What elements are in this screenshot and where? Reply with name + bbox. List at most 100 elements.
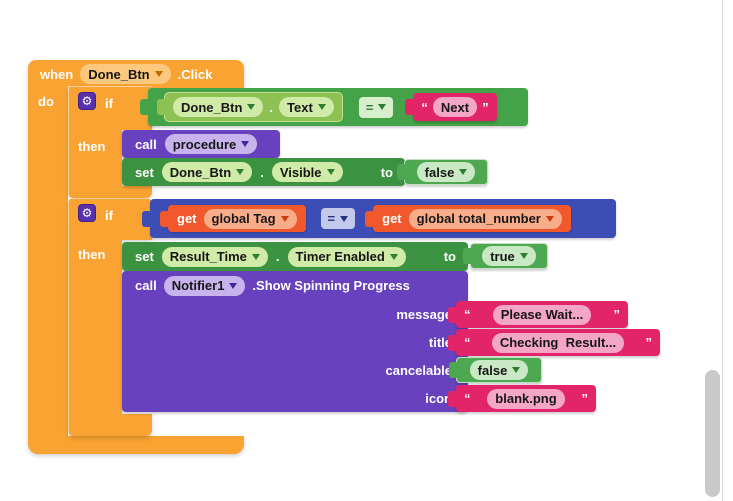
logic-compare-block[interactable]: Done_Btn . Text = “ Next ” — [148, 88, 528, 126]
quote-mark: “ — [421, 99, 428, 115]
chevron-down-icon — [317, 104, 326, 110]
chevron-down-icon — [378, 104, 387, 110]
param-row-icon: icon — [122, 384, 468, 412]
logic-false-block[interactable]: false — [404, 159, 488, 185]
quote-mark: “ — [464, 307, 471, 322]
property-dropdown[interactable]: Text — [279, 97, 334, 117]
component-dropdown[interactable]: Notifier1 — [163, 275, 246, 296]
chevron-down-icon — [459, 169, 468, 175]
logic-true-block[interactable]: true — [470, 243, 548, 269]
text-string-block[interactable]: “ Next ” — [413, 93, 497, 121]
param-row-cancelable: cancelable — [122, 356, 468, 384]
property-dropdown[interactable]: Timer Enabled — [287, 246, 406, 267]
call-block-header: call Notifier1 .Show Spinning Progress — [122, 271, 468, 300]
dropdown-value: false — [424, 164, 455, 180]
operator-dropdown[interactable]: = — [358, 96, 394, 118]
string-text: blank.png — [495, 391, 557, 406]
chevron-down-icon — [340, 215, 349, 222]
quote-mark: “ — [464, 335, 471, 350]
to-keyword: to — [380, 164, 393, 180]
gear-glyph: ⚙ — [81, 94, 93, 108]
variable-dropdown[interactable]: global total_number — [408, 208, 562, 229]
call-keyword: call — [135, 136, 157, 152]
text-string-block-icon[interactable]: “ blank.png ” — [456, 385, 596, 412]
then-label-2: then — [78, 247, 106, 262]
component-dropdown[interactable]: Done_Btn — [173, 97, 264, 117]
param-label: message — [396, 306, 452, 322]
quote-mark: ” — [645, 335, 653, 350]
chevron-down-icon — [519, 253, 528, 259]
param-row-title: title — [122, 328, 468, 356]
boolean-dropdown[interactable]: true — [482, 246, 536, 266]
chevron-down-icon — [247, 104, 256, 110]
chevron-down-icon — [389, 253, 398, 260]
property-dropdown[interactable]: Visible — [271, 162, 343, 182]
text-string-block-message[interactable]: “ Please Wait... ” — [456, 301, 628, 328]
param-row-message: message — [122, 300, 468, 328]
mutator-gear-icon[interactable]: ⚙ — [78, 204, 96, 222]
then-label-1: then — [78, 139, 106, 154]
dropdown-value: false — [477, 362, 508, 378]
block-outline — [68, 86, 152, 87]
chevron-down-icon — [229, 282, 238, 289]
mutator-gear-icon[interactable]: ⚙ — [78, 92, 96, 110]
when-block-header[interactable]: when Done_Btn .Click — [28, 60, 256, 88]
component-dropdown[interactable]: Result_Time — [161, 246, 268, 267]
string-value: blank.png — [487, 388, 565, 409]
quote-mark: “ — [464, 391, 471, 406]
component-dropdown[interactable]: Done_Btn — [161, 162, 253, 182]
chevron-down-icon — [251, 253, 260, 260]
block-outline — [68, 198, 69, 436]
operator-value: = — [365, 99, 374, 115]
param-label: title — [428, 334, 452, 350]
set-property-block[interactable]: set Done_Btn . Visible to — [122, 158, 405, 186]
dropdown-value: Text — [287, 99, 313, 115]
if-label-1: if — [105, 96, 113, 111]
event-name: .Click — [177, 66, 213, 82]
do-label: do — [38, 94, 54, 109]
boolean-dropdown[interactable]: false — [469, 360, 529, 380]
chevron-down-icon — [545, 215, 554, 222]
dot-separator: . — [269, 99, 274, 115]
string-text: Please Wait... — [500, 307, 584, 322]
param-label: cancelable — [385, 362, 453, 378]
set-keyword: set — [135, 164, 154, 180]
boolean-dropdown[interactable]: false — [416, 162, 476, 182]
call-procedure-block[interactable]: call procedure — [122, 130, 280, 158]
if-label-2: if — [105, 208, 113, 223]
get-keyword: get — [177, 211, 197, 226]
chevron-down-icon — [154, 71, 163, 77]
get-variable-block[interactable]: get global Tag — [168, 205, 306, 232]
call-notifier-block[interactable]: call Notifier1 .Show Spinning Progress m… — [122, 271, 468, 412]
dropdown-value: procedure — [172, 136, 237, 152]
call-keyword: call — [135, 278, 157, 293]
component-dropdown[interactable]: Done_Btn — [80, 64, 171, 84]
string-text: Checking Result... — [499, 335, 617, 350]
text-string-block-title[interactable]: “ Checking Result... ” — [456, 329, 660, 356]
component-property-getter[interactable]: Done_Btn . Text — [164, 92, 343, 122]
vertical-scrollbar-thumb[interactable] — [705, 370, 720, 497]
math-compare-block[interactable]: get global Tag = get global total_number — [150, 199, 616, 238]
panel-divider — [722, 0, 723, 501]
gear-glyph: ⚙ — [81, 206, 93, 220]
set-keyword: set — [135, 249, 154, 264]
procedure-dropdown[interactable]: procedure — [164, 134, 258, 154]
if-block-2[interactable] — [68, 198, 152, 436]
logic-false-block[interactable]: false — [456, 357, 542, 383]
dropdown-value: global Tag — [211, 211, 276, 226]
quote-mark: ” — [581, 391, 588, 406]
chevron-down-icon — [280, 215, 289, 222]
dropdown-value: global total_number — [416, 211, 541, 226]
dropdown-value: Notifier1 — [171, 278, 225, 293]
chevron-down-icon — [512, 367, 521, 373]
string-text: Next — [440, 99, 470, 115]
chevron-down-icon — [326, 169, 335, 175]
operator-dropdown[interactable]: = — [320, 208, 356, 229]
get-variable-block[interactable]: get global total_number — [373, 205, 571, 232]
set-property-block[interactable]: set Result_Time . Timer Enabled to — [122, 242, 468, 271]
dropdown-value: Result_Time — [169, 249, 247, 264]
method-name: .Show Spinning Progress — [252, 278, 410, 293]
variable-dropdown[interactable]: global Tag — [203, 208, 297, 229]
dropdown-value: Visible — [279, 164, 322, 180]
